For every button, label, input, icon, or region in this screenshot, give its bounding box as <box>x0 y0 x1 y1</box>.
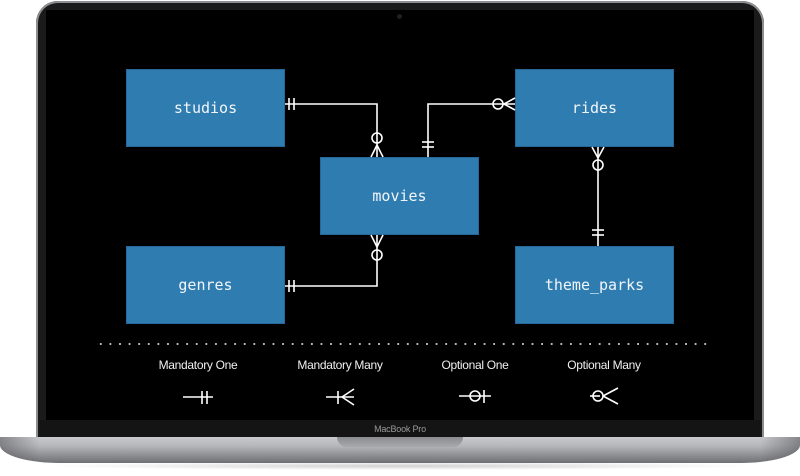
entity-rides[interactable]: rides <box>515 69 674 147</box>
legend-label-mandatory-many: Mandatory Many <box>297 358 383 372</box>
entity-studios[interactable]: studios <box>126 69 285 147</box>
entity-label: genres <box>178 276 233 294</box>
entity-movies[interactable]: movies <box>320 157 479 235</box>
entity-label: movies <box>372 187 427 205</box>
entity-label: theme_parks <box>544 276 645 294</box>
entity-label: studios <box>173 99 238 117</box>
screen-chin <box>40 420 760 437</box>
device-model-label: MacBook Pro <box>374 424 426 434</box>
camera-icon <box>397 14 402 19</box>
legend-label-optional-many: Optional Many <box>567 358 641 372</box>
legend-label-mandatory-one: Mandatory One <box>158 358 238 372</box>
entity-genres[interactable]: genres <box>126 246 285 324</box>
entity-theme-parks[interactable]: theme_parks <box>515 246 674 324</box>
legend-divider <box>96 343 708 345</box>
entity-label: rides <box>571 99 618 117</box>
legend-label-optional-one: Optional One <box>441 358 509 372</box>
laptop-opening-notch <box>337 437 463 447</box>
laptop-shadow <box>40 462 760 470</box>
